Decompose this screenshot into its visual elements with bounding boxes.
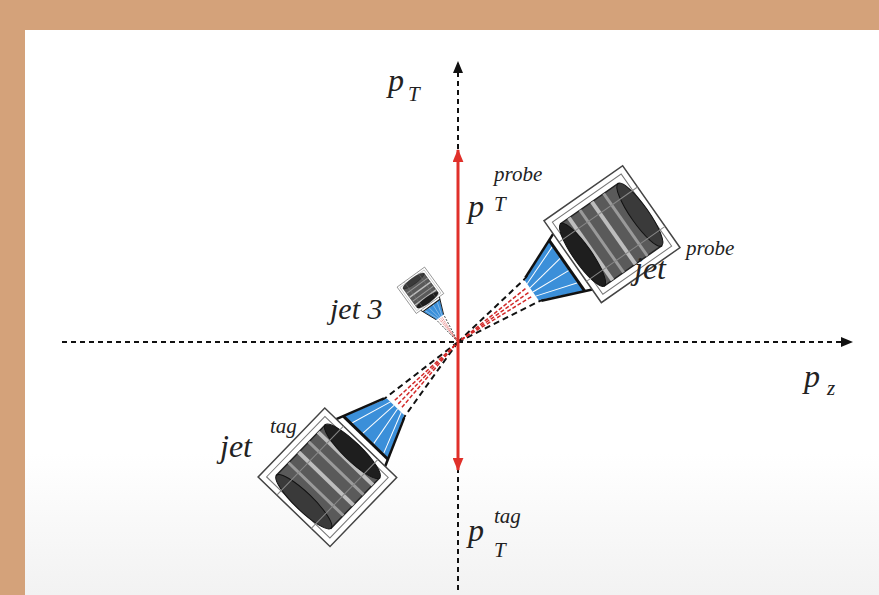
panel	[25, 30, 879, 595]
axis-subscript: T	[408, 84, 420, 105]
jet-label: jet	[634, 252, 666, 284]
jet-superscript: probe	[686, 238, 734, 259]
momentum-superscript: tag	[494, 506, 521, 527]
momentum-label: p	[468, 190, 484, 222]
pt-axis	[457, 62, 459, 590]
jet-superscript: tag	[270, 416, 297, 437]
jet-label: jet 3	[330, 294, 383, 324]
axis-label: p	[388, 64, 404, 96]
momentum-label: p	[468, 514, 484, 546]
probe-pt-arrow	[457, 150, 460, 342]
axis-label: p	[804, 360, 820, 392]
momentum-superscript: probe	[494, 164, 542, 185]
tag-jet	[258, 307, 494, 546]
third-jet	[397, 267, 472, 352]
momentum-subscript: T	[494, 194, 506, 215]
momentum-subscript: T	[494, 540, 506, 561]
axis-subscript: z	[827, 378, 835, 399]
jet-label: jet	[220, 430, 252, 462]
probe-jet	[429, 166, 680, 383]
tag-pt-arrow	[457, 342, 460, 470]
